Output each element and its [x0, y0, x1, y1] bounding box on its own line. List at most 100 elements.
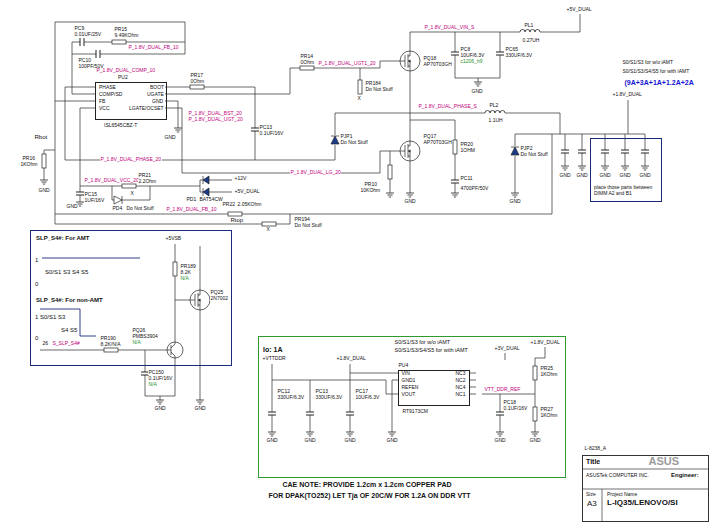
- component-label: FOR DPAK(TO252) LET Tja OF 20C/W FOR 1.2…: [268, 492, 471, 499]
- component-label: GND: [404, 199, 416, 204]
- capacitor-symbol: [268, 412, 276, 415]
- component-label: Do Not Stuff: [126, 206, 154, 211]
- box-text: REFEN: [402, 385, 419, 390]
- component-label: 2N7002: [210, 296, 229, 301]
- resistor-symbol: [453, 140, 457, 154]
- resistor-symbol: [104, 348, 118, 352]
- component-label: 8.2K: [180, 270, 191, 275]
- component-label: PMBS3904: [132, 334, 158, 339]
- component-label: PR27: [540, 407, 554, 412]
- ground-symbol: [40, 180, 48, 184]
- diode-symbol: [114, 196, 122, 204]
- phase-wire: [65, 87, 335, 160]
- box-text: SLP_S4#: For AMT: [36, 235, 89, 241]
- ground-symbol: [451, 193, 459, 197]
- component-label: PR14: [300, 54, 314, 59]
- box-text: VIN: [402, 371, 410, 376]
- part-value: c1206_h9: [460, 59, 483, 64]
- ground-symbol: [621, 166, 629, 170]
- component-label: PR189: [180, 264, 196, 269]
- component-label: +5V_DUAL: [566, 7, 592, 12]
- component-label: Rbot: [34, 134, 48, 140]
- net-name: P_1.8V_DUAL_VIN_S: [424, 25, 475, 30]
- component-label: PJP2: [520, 146, 533, 151]
- box-text: FB: [99, 99, 105, 104]
- ground-symbol: [561, 166, 569, 170]
- component-label: PC13: [315, 389, 329, 394]
- box-text: PU2: [118, 75, 128, 80]
- component-label: 1KOhm: [540, 413, 558, 418]
- slp-circuit-wire: [40, 244, 200, 400]
- resistor-symbol: [358, 80, 362, 94]
- ground-symbol: [306, 432, 314, 436]
- component-label: S0/S1/S3 for w/o iAMT: [622, 60, 674, 65]
- component-label: BAT54CW: [199, 197, 223, 202]
- inductor-symbol: [520, 30, 540, 33]
- capacitor-symbol: [451, 52, 459, 55]
- box-text: Project Name: [607, 492, 637, 497]
- resistor-symbol: [388, 165, 392, 179]
- component-label: PQ18: [423, 56, 437, 61]
- box-text: place those parts between DIMM A2 and B1: [594, 185, 658, 197]
- box-text: 0: [35, 281, 38, 287]
- component-label: 0.1UF/16V: [148, 376, 173, 381]
- feedback-wire: [55, 22, 185, 224]
- component-label: AP70T03GH: [423, 140, 452, 145]
- component-label: 1KOhm: [540, 372, 558, 377]
- component-label: CAE NOTE: PROVIDE 1.2cm x 1.2cm COPPER P…: [282, 481, 452, 488]
- box-text: Size: [586, 492, 596, 497]
- pin-stubs: [85, 87, 175, 108]
- transistor-symbol: [167, 342, 183, 358]
- component-label: +1.8V_DUAL: [336, 356, 366, 361]
- box-text: PU4: [399, 363, 409, 368]
- component-label: 10UF/6.3V: [460, 53, 485, 58]
- capacitor-symbol: [496, 52, 504, 55]
- box-text: 1: [35, 257, 38, 263]
- box-text: S0/S1/S3 for w/o iAMT: [395, 340, 451, 346]
- resistor-symbol: [190, 85, 204, 89]
- component-label: GND: [266, 438, 278, 443]
- net-name: P_1.8V_DUAL_COMP_10: [96, 68, 156, 73]
- ground-symbol: [388, 432, 396, 436]
- component-label: 1.1UH: [488, 118, 503, 123]
- component-label: PC10: [78, 58, 92, 63]
- box-text: A3: [587, 500, 597, 508]
- component-label: +5VSB: [165, 236, 182, 241]
- component-label: PR17: [190, 73, 204, 78]
- component-label: PR22: [222, 202, 236, 207]
- component-label: 26: [42, 341, 49, 346]
- box-text: BOOT: [150, 85, 164, 90]
- component-label: PC17: [355, 389, 369, 394]
- component-label: 330UF/6.3V: [277, 395, 305, 400]
- component-label: PR15: [114, 27, 128, 32]
- net-name: P_1.8V_DUAL_PHASE_S: [418, 104, 477, 109]
- ground-symbol: [156, 400, 164, 404]
- component-label: 10KOhm: [360, 188, 381, 193]
- box-text: LGATE/OCSET: [129, 106, 164, 111]
- component-label: PC18: [503, 400, 517, 405]
- resistor-symbol: [300, 66, 314, 70]
- component-label: PC13: [259, 125, 273, 130]
- net-name: P_1.8V_DUAL_UGT1_20: [318, 61, 376, 66]
- component-label: PQ25: [210, 290, 224, 295]
- component-label: GND: [471, 89, 483, 94]
- component-label: +5V_DUAL: [234, 189, 260, 194]
- resistor-symbol: [533, 366, 537, 380]
- diode-symbol: [511, 147, 519, 155]
- vtt-wire: [272, 347, 545, 432]
- capacitor-symbol: [496, 412, 504, 415]
- ground-symbol: [641, 166, 649, 170]
- watermark: ASUS: [648, 456, 680, 467]
- box-text: L-IQ35/LENOVO/SI: [607, 499, 678, 507]
- component-label: GND: [509, 199, 521, 204]
- gate-wire: [175, 61, 402, 173]
- box-text: Engineer:: [671, 472, 699, 478]
- capacitor-symbol: [80, 38, 84, 46]
- component-label: PD4: [112, 206, 123, 211]
- box-text: S0/S1 S3 S4 S5: [45, 269, 88, 275]
- diode-symbol: [331, 136, 339, 144]
- box-text: PHASE: [99, 85, 116, 90]
- diode-symbol: [203, 176, 209, 184]
- part-value: N/A: [180, 276, 189, 281]
